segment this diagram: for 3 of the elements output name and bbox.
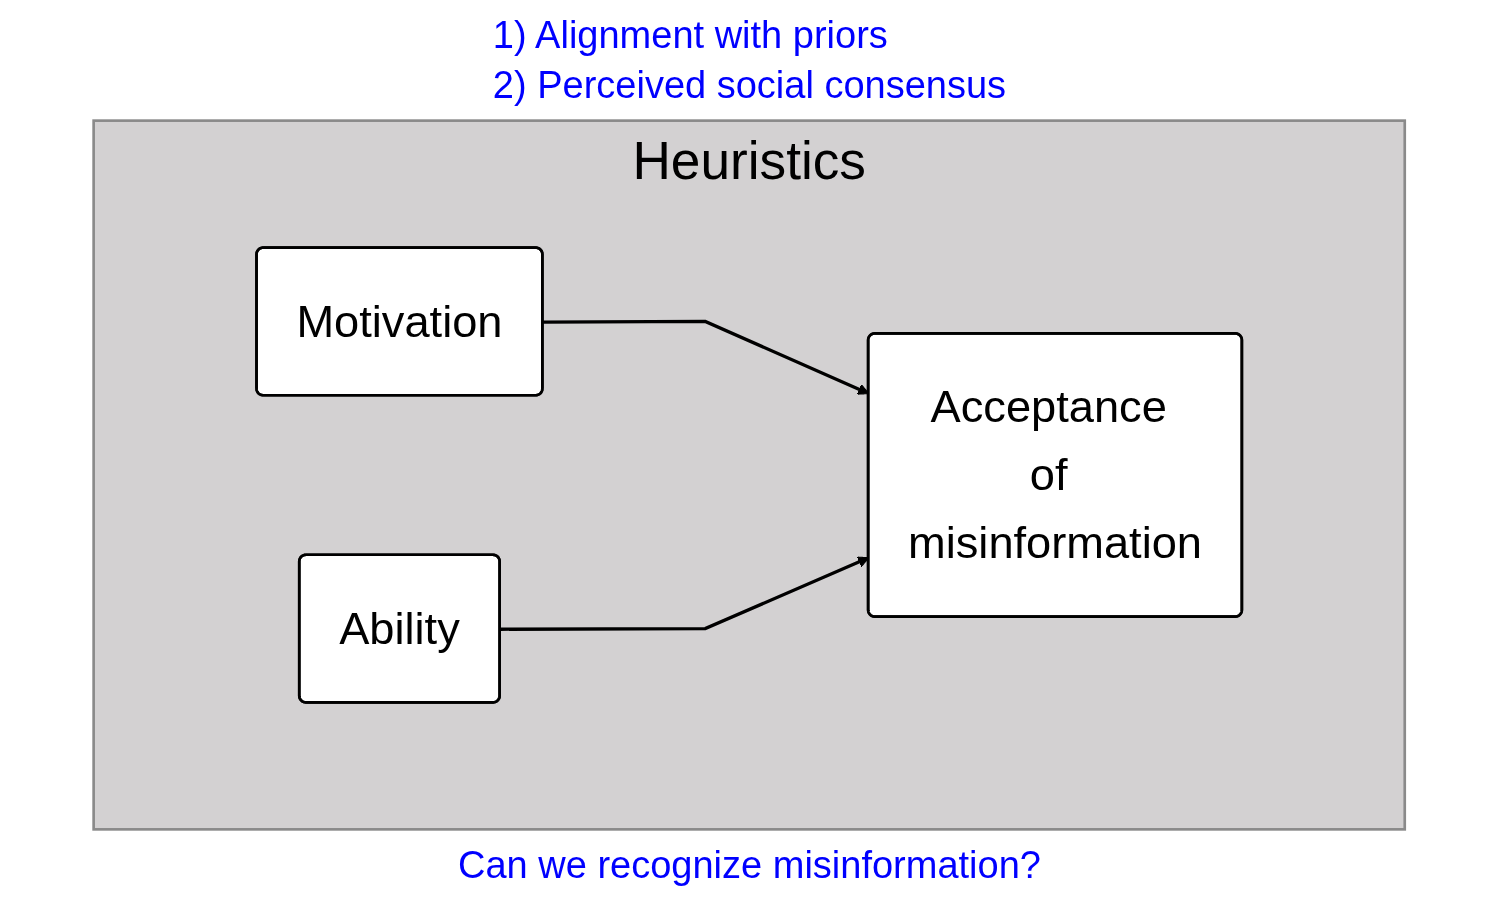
question-text: Can we recognize misinformation? [458,843,1041,888]
list-item: 2) Perceived social consensus [492,63,1007,108]
list-item: 1) Alignment with priors [492,13,889,58]
